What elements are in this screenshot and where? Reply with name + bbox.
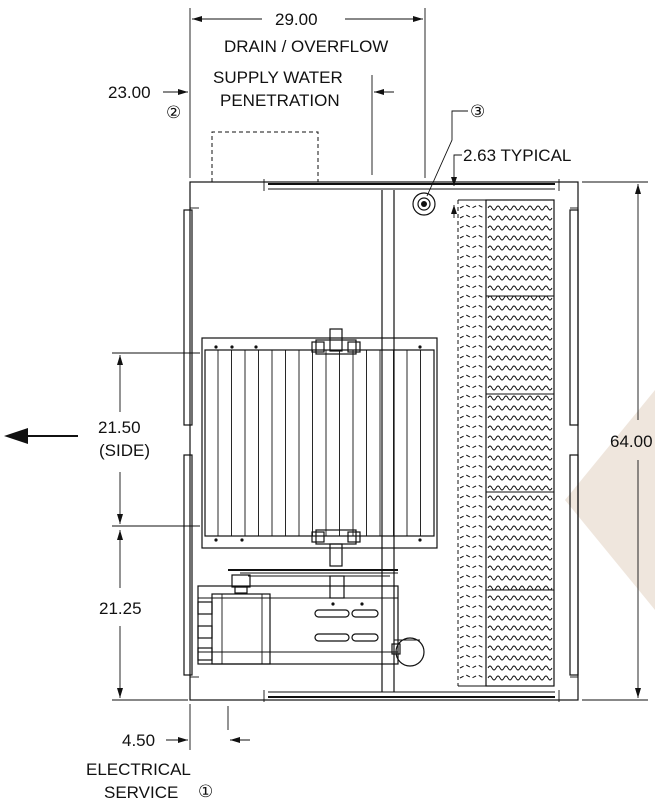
electrical-offset-value: 4.50 bbox=[122, 731, 155, 750]
note-3-leader bbox=[426, 110, 468, 197]
left-side-panels bbox=[183, 207, 199, 678]
supply-offset-value: 23.00 bbox=[108, 83, 151, 102]
side-dimension: 21.50 (SIDE) bbox=[98, 352, 200, 527]
supply-offset-dimension: 23.00 ② bbox=[108, 75, 394, 175]
side-label: (SIDE) bbox=[99, 441, 150, 460]
motor-drive bbox=[197, 569, 425, 667]
supply-water-label-1: SUPPLY WATER bbox=[213, 68, 343, 87]
drain-overflow-label: DRAIN / OVERFLOW bbox=[224, 37, 388, 56]
background-watermark bbox=[565, 390, 655, 610]
water-inlet bbox=[412, 192, 436, 216]
note-3-marker: ③ bbox=[470, 102, 485, 121]
electrical-dimension: 4.50 bbox=[122, 704, 250, 750]
cabinet-outline bbox=[189, 181, 579, 701]
supply-penetration-outline bbox=[211, 131, 319, 182]
typical-leader bbox=[453, 154, 462, 186]
electrical-label-2: SERVICE bbox=[104, 783, 178, 802]
side-dimension-value: 21.50 bbox=[98, 418, 141, 437]
height-dimension-value: 64.00 bbox=[610, 432, 653, 451]
media-pad bbox=[457, 199, 555, 687]
typical-dimension-label: 2.63 TYPICAL bbox=[463, 146, 571, 165]
top-width-dimension: 29.00 bbox=[189, 8, 426, 178]
note-1-marker: ① bbox=[198, 782, 213, 801]
airflow-arrow bbox=[4, 428, 78, 444]
lower-dimension-value: 21.25 bbox=[99, 599, 142, 618]
supply-water-label-2: PENETRATION bbox=[220, 91, 340, 110]
height-dimension: 64.00 bbox=[582, 181, 653, 701]
bottom-rail bbox=[263, 690, 560, 702]
top-width-value: 29.00 bbox=[275, 10, 318, 29]
electrical-label-1: ELECTRICAL bbox=[86, 760, 191, 779]
top-rail bbox=[263, 179, 560, 191]
lower-dimension: 21.25 bbox=[99, 530, 188, 701]
note-2-marker: ② bbox=[166, 103, 181, 122]
right-side-panels bbox=[569, 207, 579, 678]
blower-assembly bbox=[201, 328, 438, 567]
